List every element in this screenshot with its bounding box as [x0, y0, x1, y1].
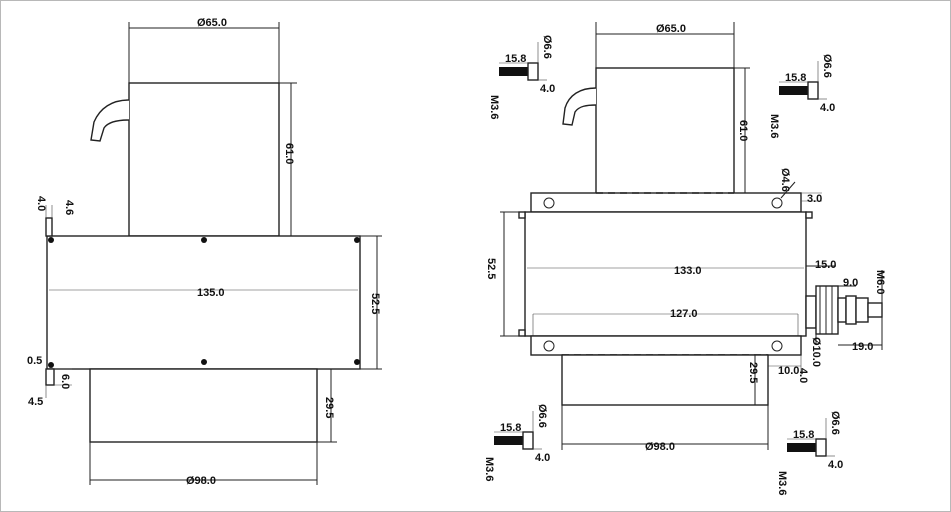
right-bottom-height-label: 29.5: [747, 362, 759, 383]
left-tab-top-right-label: 4.6: [63, 200, 75, 215]
left-tab-bottom-offset-label: 0.5: [27, 355, 42, 367]
right-hole-dia-label: Ø4.6: [779, 168, 791, 192]
right-body-width-label: 133.0: [674, 265, 702, 277]
right-cable-hook: [562, 87, 597, 126]
right-upper-flange: [530, 192, 802, 213]
screw-3-thread: M3.6: [483, 457, 495, 481]
screw-1-head-len: 4.0: [540, 83, 555, 95]
right-conn-inner-label: 9.0: [843, 277, 858, 289]
left-bottom-width-label: Ø98.0: [186, 475, 216, 487]
left-cable-hook: [90, 99, 130, 142]
right-body-height-label: 52.5: [485, 258, 497, 279]
screw-2-head-dia: Ø6.6: [821, 54, 833, 78]
screw-top-right: 15.8 Ø6.6 4.0 M3.6: [768, 54, 835, 138]
screw-3-head-dia: Ø6.6: [536, 404, 548, 428]
left-bottom-tab: [45, 368, 55, 386]
screw-2-length: 15.8: [785, 72, 806, 84]
screw-3-head-len: 4.0: [535, 452, 550, 464]
screw-bottom-left: 15.8 Ø6.6 4.0 M3.6: [483, 404, 550, 481]
right-main-body: [524, 211, 807, 337]
screw-top-left: 15.8 Ø6.6 4.0 M3.6: [488, 35, 555, 119]
screw-2-thread: M3.6: [768, 114, 780, 138]
left-top-height-label: 61.0: [283, 143, 295, 164]
right-connector: [805, 285, 883, 335]
right-conn-dia-label: Ø10.0: [810, 337, 822, 367]
left-tab-top-left-label: 4.0: [35, 196, 47, 211]
right-bottom-flange: [561, 354, 769, 406]
left-tab-bottom-width-label: 4.5: [28, 396, 43, 408]
right-lower-flange: [530, 335, 802, 356]
screw-1-head-dia: Ø6.6: [541, 35, 553, 59]
screw-1-length: 15.8: [505, 53, 526, 65]
left-top-tab: [45, 217, 53, 237]
right-top-width-label: Ø65.0: [656, 23, 686, 35]
right-bottom-offset-label: 10.0: [778, 365, 799, 377]
left-bottom-height-label: 29.5: [323, 397, 335, 418]
right-view: Ø65.0 61.0 Ø4.6 3.0 133.0 127.0 52.5: [485, 22, 886, 453]
left-bottom-flange: [89, 368, 318, 443]
left-body-width-label: 135.0: [197, 287, 225, 299]
left-tab-bottom-height-label: 6.0: [59, 374, 71, 389]
right-flange-thk-label: 3.0: [807, 193, 822, 205]
right-inner-width-label: 127.0: [670, 308, 698, 320]
right-conn-thread-label: M6.0: [874, 270, 886, 294]
screw-1-thread: M3.6: [488, 95, 500, 119]
screw-3-length: 15.8: [500, 422, 521, 434]
screw-4-head-dia: Ø6.6: [829, 411, 841, 435]
screw-4-thread: M3.6: [776, 471, 788, 495]
right-top-housing: [595, 67, 735, 213]
right-top-height-label: 61.0: [737, 120, 749, 141]
screw-4-length: 15.8: [793, 429, 814, 441]
right-conn-len-label: 19.0: [852, 341, 873, 353]
left-top-width-label: Ø65.0: [197, 17, 227, 29]
right-conn-offset-label: 15.0: [815, 259, 836, 271]
screw-4-head-len: 4.0: [828, 459, 843, 471]
left-top-housing: [128, 82, 280, 237]
left-body-height-label: 52.5: [369, 293, 381, 314]
screw-2-head-len: 4.0: [820, 102, 835, 114]
left-main-body: [46, 235, 361, 370]
left-view: Ø65.0 61.0 135.0 52.5 4.0 4.6 0.5 6.0: [27, 17, 382, 487]
right-bottom-gap-label: 4.0: [797, 368, 809, 383]
right-bottom-width-label: Ø98.0: [645, 441, 675, 453]
screw-bottom-right: 15.8 Ø6.6 4.0 M3.6: [776, 411, 843, 495]
